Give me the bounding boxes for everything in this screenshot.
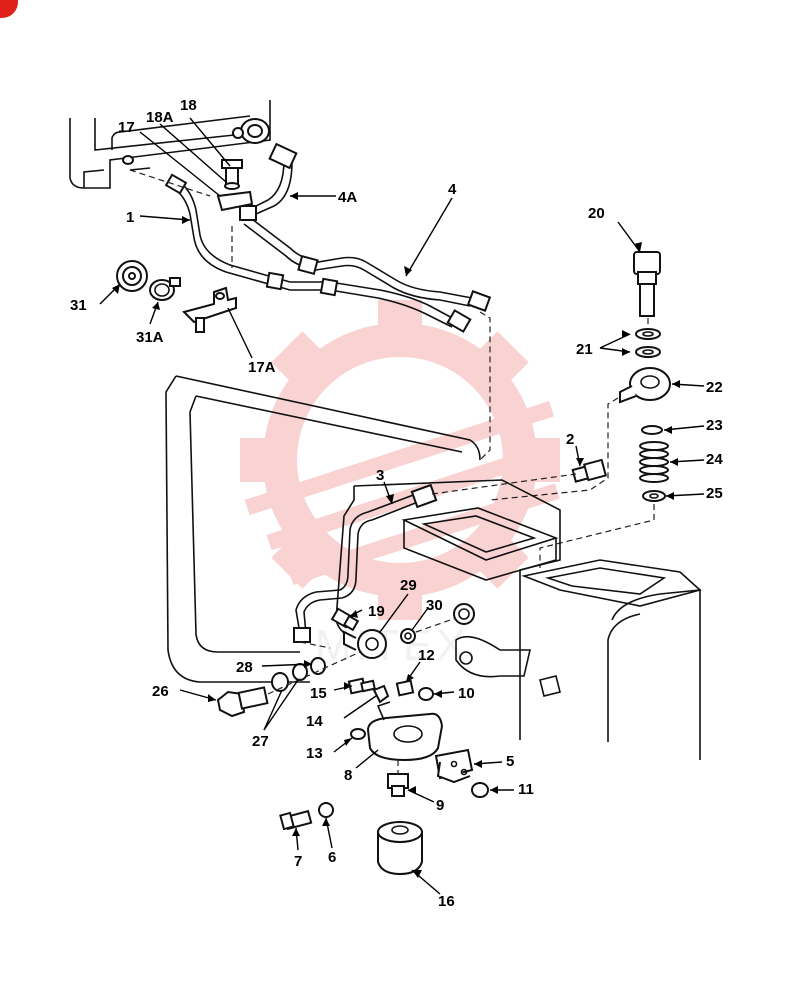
callout-8: 8	[344, 767, 352, 784]
callout-29: 29	[400, 577, 417, 594]
callout-22: 22	[706, 379, 723, 396]
callout-7: 7	[294, 853, 302, 870]
callout-2: 2	[566, 431, 574, 448]
callout-1: 1	[126, 209, 134, 226]
oil-line-3	[293, 473, 577, 649]
bracket-17a	[182, 286, 237, 333]
callout-3: 3	[376, 467, 384, 484]
callout-4: 4	[448, 181, 457, 198]
callout-31: 31	[70, 297, 87, 314]
callout-28: 28	[236, 659, 253, 676]
housing-outline	[165, 375, 702, 760]
callout-26: 26	[152, 683, 169, 700]
callout-11: 11	[518, 781, 534, 798]
callout-9: 9	[436, 797, 444, 814]
callout-21: 21	[576, 341, 593, 358]
spring-24	[639, 441, 669, 483]
callout-14: 14	[306, 713, 323, 730]
plug-31	[116, 260, 148, 292]
callout-labels: 1 2 3 4 4A 5 6 7 8 9 10 11 12 13 14 15 1…	[70, 97, 723, 910]
relief-valve-assembly	[489, 251, 671, 568]
callout-18: 18	[180, 97, 197, 114]
leader-arrowheads	[112, 192, 680, 878]
callout-16: 16	[438, 893, 455, 910]
callout-6: 6	[328, 849, 336, 866]
callout-18a: 18A	[146, 109, 174, 126]
watermark-text: MITEX	[315, 621, 469, 670]
oil-lines	[129, 142, 492, 461]
callout-27: 27	[252, 733, 269, 750]
clamp-31a	[149, 277, 181, 301]
callout-20: 20	[588, 205, 605, 222]
callout-10: 10	[458, 685, 475, 702]
callout-19: 19	[368, 603, 385, 620]
callout-13: 13	[306, 745, 323, 762]
callout-17a: 17A	[248, 359, 276, 376]
callout-25: 25	[706, 485, 723, 502]
fitting-2	[571, 458, 607, 483]
callout-15: 15	[310, 685, 327, 702]
filter-head-assembly	[216, 603, 489, 876]
callout-24: 24	[706, 451, 723, 468]
callout-5: 5	[506, 753, 514, 770]
callout-17: 17	[118, 119, 135, 136]
callout-23: 23	[706, 417, 723, 434]
callout-30: 30	[426, 597, 443, 614]
callout-31a: 31A	[136, 329, 164, 346]
corner-badge-icon	[0, 0, 18, 18]
callout-4a: 4A	[338, 189, 357, 206]
callout-12: 12	[418, 647, 435, 664]
